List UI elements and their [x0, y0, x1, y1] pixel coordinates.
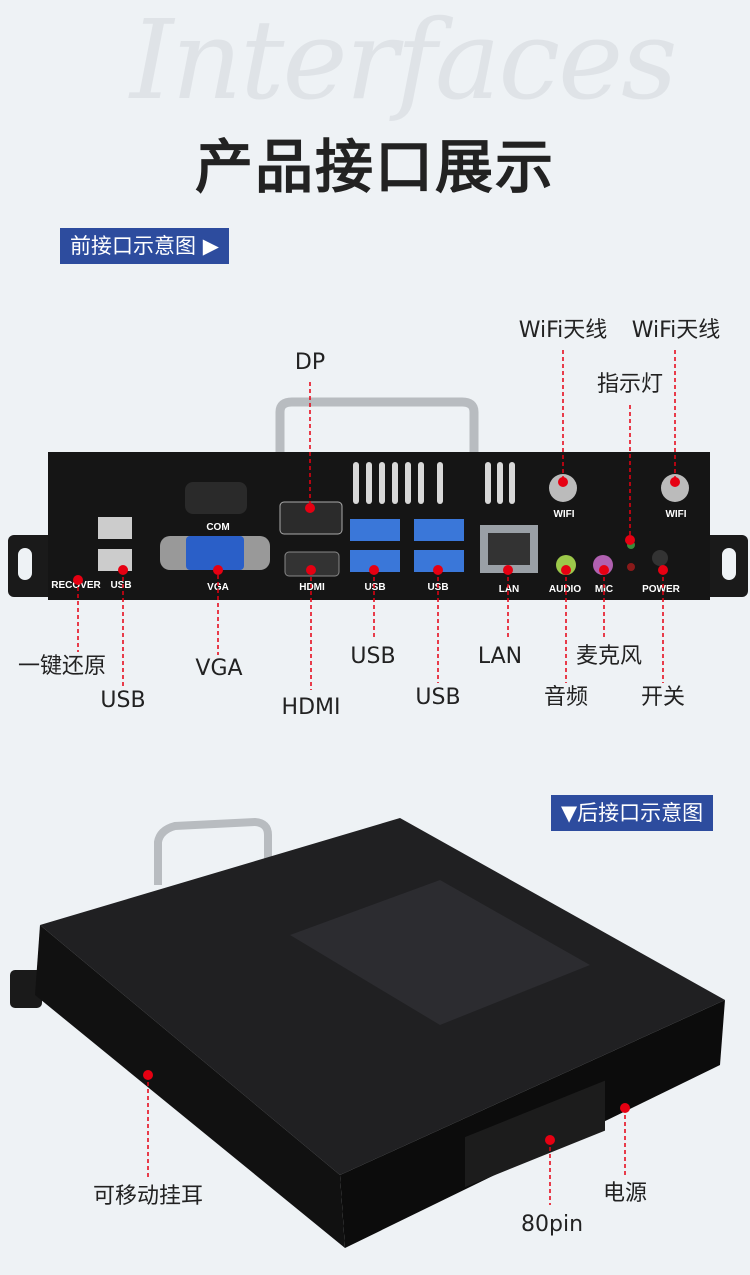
callout-power: 开关 [640, 685, 686, 710]
panel-label-audio: AUDIO [549, 584, 581, 595]
panel-label-usb2: USB [364, 582, 385, 593]
triangle-right-icon: ▶ [202, 234, 219, 258]
panel-label-power: POWER [642, 584, 681, 595]
panel-label-wifi1: WIFI [553, 509, 574, 520]
callout-mic: 麦克风 [575, 644, 643, 669]
callout-lines [77, 350, 676, 690]
handle [275, 397, 479, 470]
panel-label-com: COM [206, 522, 229, 533]
80pin-connector [465, 1080, 605, 1188]
callout-80pin: 80pin [520, 1212, 584, 1237]
callout-audio: 音频 [543, 685, 589, 710]
back-badge: ▼后接口示意图 [551, 795, 714, 831]
marker-dots [73, 477, 680, 585]
front-face [340, 1000, 725, 1248]
panel-label-hdmi: HDMI [299, 582, 325, 593]
callout-usb-3: USB [415, 685, 461, 710]
top-face [40, 818, 725, 1175]
front-badge: 前接口示意图 ▶ [60, 228, 229, 264]
back-badge-label: 后接口示意图 [577, 801, 704, 825]
callout-vga: VGA [195, 656, 243, 681]
callout-usb-2: USB [350, 644, 396, 669]
callout-wifi-antenna-2: WiFi天线 [631, 318, 721, 343]
triangle-down-icon: ▼ [561, 801, 578, 825]
watermark: Interfaces [130, 0, 678, 124]
panel-label-mic: MIC [595, 584, 613, 595]
callout-recover: 一键还原 [17, 654, 107, 679]
callout-usb-1: USB [100, 688, 146, 713]
callout-lan: LAN [477, 644, 523, 669]
callout-dp: DP [294, 350, 326, 375]
panel-label-recover: RECOVER [51, 580, 101, 591]
callout-power-input: 电源 [602, 1181, 648, 1206]
front-device-illustration: RECOVER USB COM VGA HDMI USB USB LAN AUD… [8, 350, 748, 690]
mount-ear [10, 970, 42, 1008]
panel-label-vga: VGA [207, 582, 229, 593]
callout-hdmi: HDMI [281, 695, 341, 720]
callout-indicator: 指示灯 [596, 372, 664, 397]
callout-removable-ear: 可移动挂耳 [92, 1184, 204, 1209]
front-badge-label: 前接口示意图 [70, 234, 196, 258]
callout-wifi-antenna-1: WiFi天线 [518, 318, 608, 343]
page-title: 产品接口展示 [194, 133, 555, 201]
back-handle [154, 817, 272, 885]
panel-label-lan: LAN [499, 584, 520, 595]
panel-label-wifi2: WIFI [665, 509, 686, 520]
vent-area [290, 880, 590, 1025]
panel-label-usb: USB [110, 580, 131, 591]
